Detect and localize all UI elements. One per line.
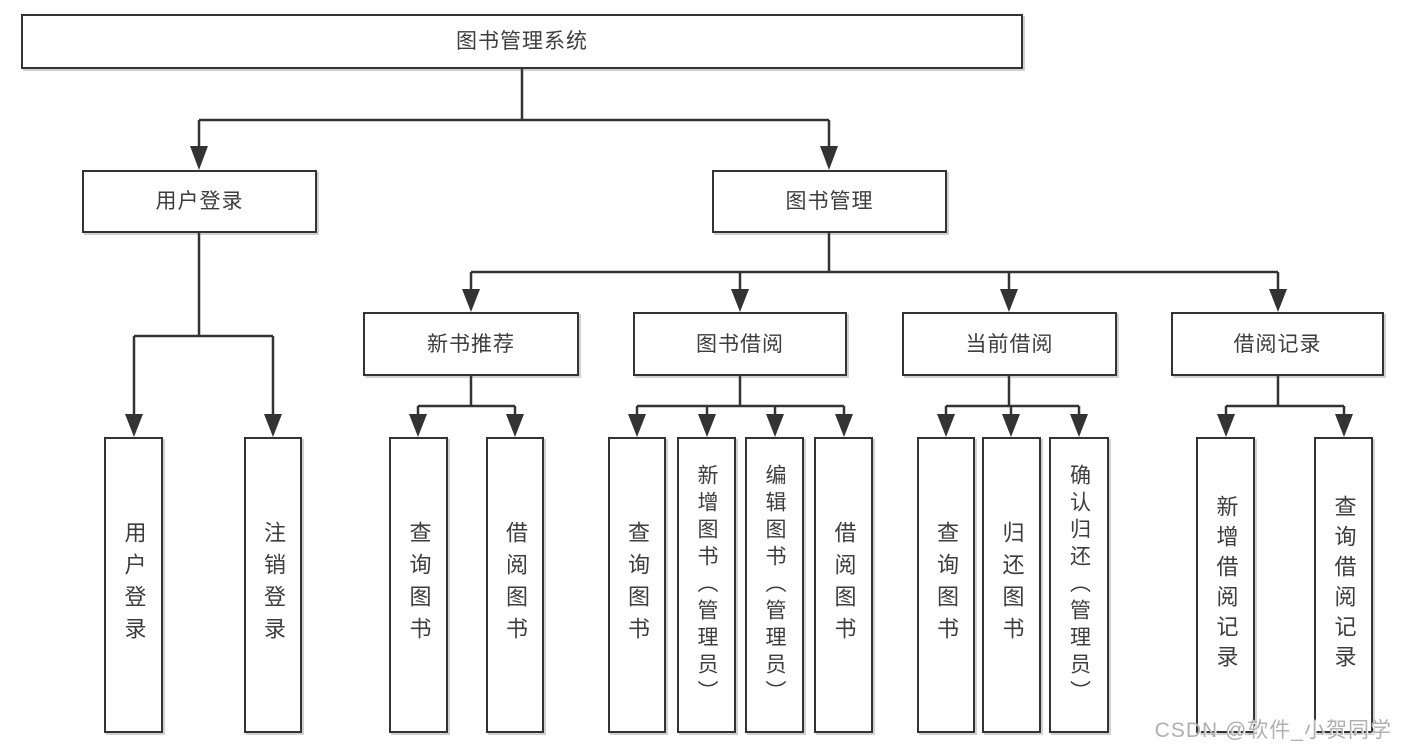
node-new-books: 新书推荐 — [363, 312, 579, 376]
leaf-nb-query: 查询图书 — [389, 437, 448, 733]
csdn-watermark: CSDN @软件_小贺同学 — [1154, 719, 1392, 742]
node-records: 借阅记录 — [1171, 312, 1384, 376]
connector-user-login-branch — [132, 233, 275, 418]
leaf-user-login-label: 用户登录 — [121, 521, 147, 649]
leaf-rec-query-label: 查询借阅记录 — [1331, 495, 1357, 675]
leaf-bw-edit: 编辑图书（管理员） — [745, 437, 804, 733]
leaf-bw-add: 新增图书（管理员） — [677, 437, 736, 733]
arrowheads-level2 — [190, 146, 838, 170]
leaf-cur-return-label: 归还图书 — [999, 521, 1025, 649]
node-book-mgmt-label: 图书管理 — [785, 190, 874, 213]
leaf-bw-borrow: 借阅图书 — [814, 437, 873, 733]
node-current: 当前借阅 — [902, 312, 1117, 376]
arrowheads-records-leaves — [1217, 414, 1353, 437]
connector-root-to-level2 — [197, 69, 831, 148]
arrowheads-current-leaves — [937, 414, 1088, 437]
leaf-nb-query-label: 查询图书 — [406, 521, 432, 649]
node-new-books-label: 新书推荐 — [427, 332, 515, 356]
leaf-nb-borrow: 借阅图书 — [486, 437, 544, 733]
arrowheads-user-login-leaves — [125, 414, 282, 437]
leaf-cur-confirm-label: 确认归还（管理员） — [1067, 463, 1091, 707]
leaf-bw-borrow-label: 借阅图书 — [831, 521, 857, 649]
leaf-nb-borrow-label: 借阅图书 — [503, 521, 528, 649]
leaf-logout: 注销登录 — [244, 437, 302, 733]
leaf-cur-confirm: 确认归还（管理员） — [1049, 437, 1109, 733]
leaf-rec-query: 查询借阅记录 — [1314, 437, 1373, 733]
arrowheads-borrow-leaves — [628, 414, 853, 437]
connector-borrow-branch — [635, 376, 846, 418]
node-root: 图书管理系统 — [21, 14, 1023, 69]
node-book-mgmt: 图书管理 — [712, 170, 947, 233]
node-user-login: 用户登录 — [82, 170, 317, 233]
node-borrow: 图书借阅 — [633, 312, 847, 376]
leaf-cur-return: 归还图书 — [982, 437, 1041, 733]
node-current-label: 当前借阅 — [965, 332, 1054, 356]
node-user-login-label: 用户登录 — [155, 190, 244, 213]
connector-new-books-branch — [416, 376, 517, 418]
leaf-bw-edit-label: 编辑图书（管理员） — [763, 463, 786, 707]
connector-records-branch — [1224, 376, 1346, 418]
leaf-cur-query: 查询图书 — [917, 437, 975, 733]
leaf-logout-label: 注销登录 — [261, 521, 286, 649]
leaf-rec-add: 新增借阅记录 — [1196, 437, 1255, 733]
leaf-cur-query-label: 查询图书 — [934, 521, 959, 649]
connector-book-mgmt-branch — [469, 233, 1280, 292]
leaf-bw-add-label: 新增图书（管理员） — [695, 463, 718, 707]
leaf-user-login: 用户登录 — [104, 437, 163, 733]
node-root-label: 图书管理系统 — [456, 30, 588, 53]
leaf-bw-query: 查询图书 — [608, 437, 666, 733]
leaf-rec-add-label: 新增借阅记录 — [1213, 495, 1239, 675]
arrowheads-new-books-leaves — [409, 414, 524, 437]
node-records-label: 借阅记录 — [1233, 332, 1322, 356]
arrowheads-level3 — [462, 289, 1287, 312]
leaf-bw-query-label: 查询图书 — [625, 521, 650, 649]
connector-current-branch — [944, 376, 1081, 418]
node-borrow-label: 图书借阅 — [696, 332, 784, 356]
